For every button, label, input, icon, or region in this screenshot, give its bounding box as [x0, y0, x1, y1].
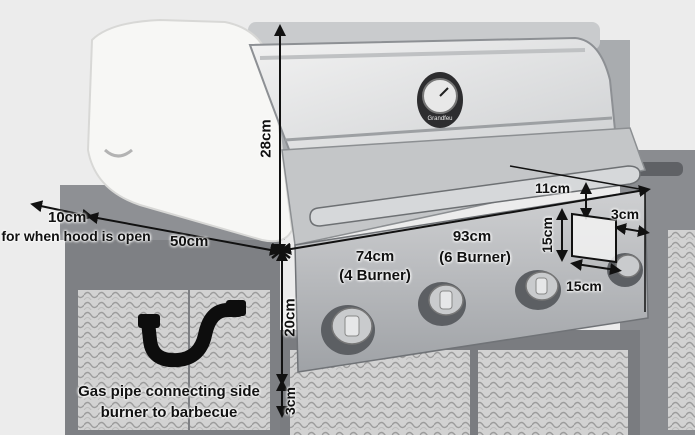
gas-pipe-caption-line2: burner to barbecue	[100, 404, 238, 421]
side-depth-label: 50cm	[170, 233, 209, 250]
thermometer-badge: Grandfeu	[417, 72, 463, 128]
gas-pipe-icon	[138, 300, 246, 368]
hood-clearance-label: 10cm	[48, 209, 87, 226]
side-burner-cutout	[571, 212, 617, 264]
cutout-right-label: 3cm	[611, 206, 640, 222]
control-knob	[418, 282, 466, 326]
hood-height-label: 28cm	[257, 119, 275, 158]
width-4-burner-label: 74cm	[355, 248, 395, 265]
width-6-burner-note: (6 Burner)	[439, 249, 511, 266]
brand-badge-text: Grandfeu	[427, 116, 452, 122]
width-6-burner-label: 93cm	[452, 228, 492, 245]
hood-clearance-line	[30, 200, 94, 221]
cutout-top-label: 11cm	[535, 180, 571, 196]
side-depth-line	[86, 212, 282, 256]
dimension-lines	[30, 24, 651, 418]
front-panel-height-label: 20cm	[281, 298, 299, 337]
corner-marker-icon	[271, 243, 291, 259]
base-gap-label: 3cm	[282, 386, 298, 416]
cutout-height-label: 15cm	[539, 217, 555, 253]
control-knob	[321, 305, 375, 355]
cutout-width-line	[570, 258, 622, 276]
cutout-width-label: 15cm	[566, 278, 602, 294]
control-knob	[515, 270, 561, 310]
cutout-right-line	[614, 223, 650, 237]
gas-pipe-caption-line1: Gas pipe connecting side	[78, 383, 260, 400]
width-4-burner-note: (4 Burner)	[339, 267, 411, 284]
hood-clearance-note: for when hood is open	[1, 228, 151, 244]
